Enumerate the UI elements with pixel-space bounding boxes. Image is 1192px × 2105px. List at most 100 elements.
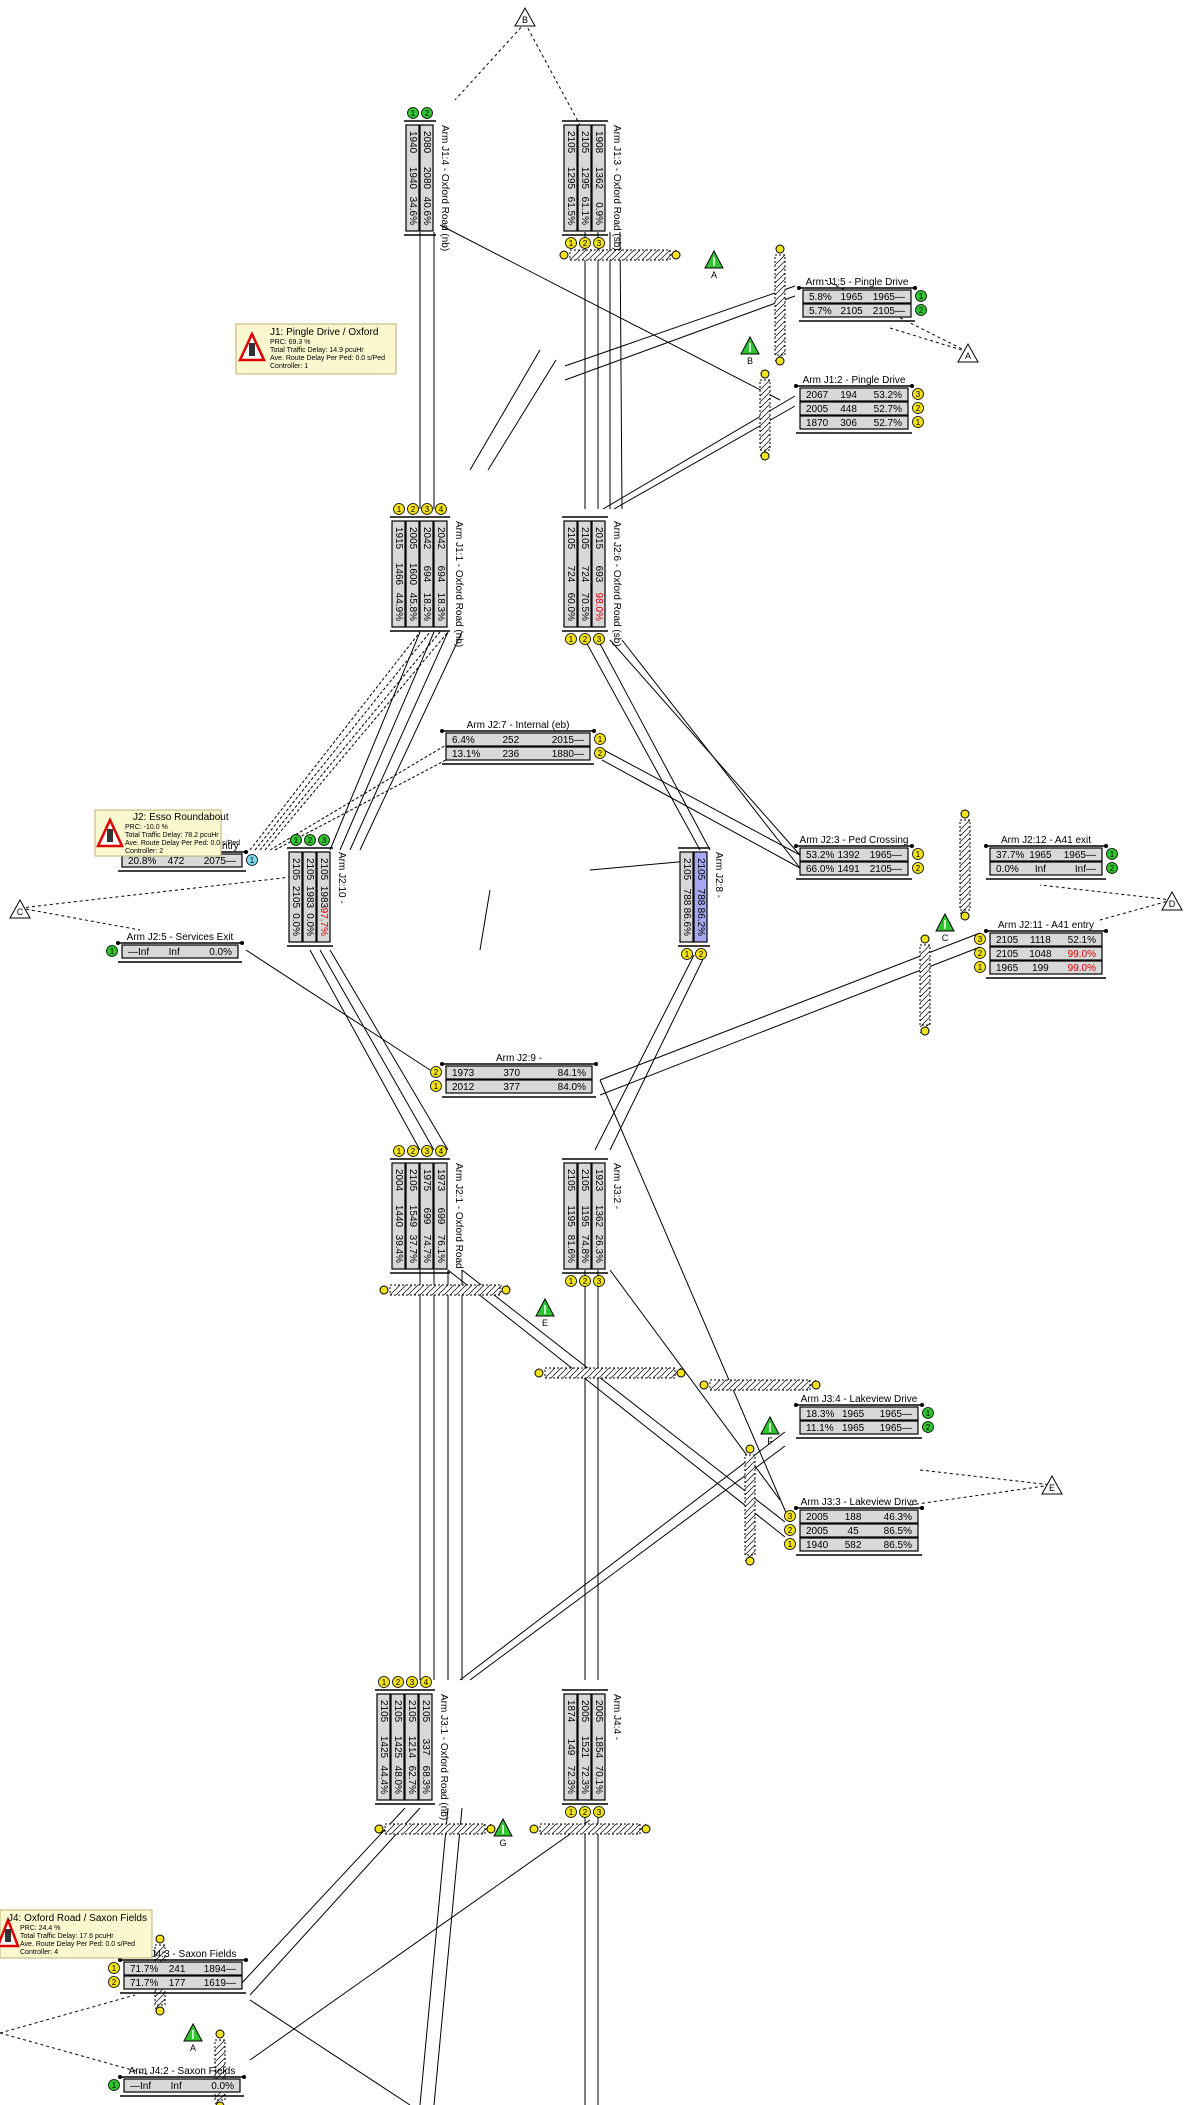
lane-marker-3[interactable]: 3 [407,1677,418,1688]
arm-j2_10[interactable]: Arm J2:10 -210521050.0%1210519830.0%2210… [287,835,347,947]
junction-info-j1[interactable]: J1: Pingle Drive / Oxford PRC: 69.3 % To… [236,324,396,374]
lane-marker-1[interactable]: 1 [975,962,986,973]
lane-marker-1[interactable]: 1 [913,849,924,860]
lane-marker-1[interactable]: 1 [394,504,405,515]
ped-crossing-icon[interactable]: B [741,337,759,366]
lane-marker-1[interactable]: 1 [247,855,258,866]
lane-marker-2[interactable]: 2 [975,948,986,959]
lane-marker-2[interactable]: 2 [595,748,606,759]
ped-marker-E[interactable]: E [1042,1476,1062,1494]
lane-marker-2[interactable]: 2 [408,1146,419,1157]
junction-info-j2[interactable]: J2: Esso Roundabout PRC: -10.0 % Total T… [95,810,240,856]
lane-marker-1[interactable]: 1 [682,949,693,960]
ped-crossing-icon[interactable]: A [705,251,723,280]
ped-crossing[interactable] [380,1285,510,1295]
lane-marker-2[interactable]: 2 [109,1977,120,1988]
junction-info-j4[interactable]: J4: Oxford Road / Saxon Fields PRC: 24.4… [0,1910,152,1958]
arm-j2_6[interactable]: Arm J2:6 - Oxford Road (sb)210572460.0%1… [562,517,622,647]
lane-marker-2[interactable]: 2 [580,634,591,645]
ped-marker-A[interactable]: A [958,344,978,362]
ped-crossing-icon[interactable]: A [184,2024,202,2053]
lane-marker-2[interactable]: 2 [923,1422,934,1433]
lane-marker-2[interactable]: 2 [305,835,316,846]
lane-marker-1[interactable]: 1 [394,1146,405,1157]
lane-marker-2[interactable]: 2 [913,403,924,414]
lane-marker-1[interactable]: 1 [408,108,419,119]
lane-marker-3[interactable]: 3 [913,389,924,400]
ped-crossing-icon[interactable]: C [936,914,954,943]
lane-marker-1[interactable]: 1 [595,734,606,745]
lane-marker-2[interactable]: 2 [785,1525,796,1536]
ped-crossing-icon[interactable]: E [536,1299,554,1328]
lane-marker-2[interactable]: 2 [913,863,924,874]
lane-marker-1[interactable]: 1 [107,946,118,957]
ped-crossing[interactable] [535,1368,685,1378]
lane-marker-2[interactable]: 2 [580,238,591,249]
ped-crossing[interactable] [775,245,785,365]
arm-j1_1[interactable]: Arm J1:1 - Oxford Road (nb)1915146644.9%… [390,504,464,648]
ped-crossing-icon[interactable]: F [761,1417,779,1446]
lane-marker-4[interactable]: 4 [421,1677,432,1688]
ped-crossing[interactable] [560,250,680,260]
arm-j4_4[interactable]: Arm J4:4 -187414972.3%12005152172.3%2200… [562,1690,622,1818]
arm-j1_4[interactable]: Arm J1:4 - Oxford Road (nb)1940194034.6%… [404,108,450,252]
lane-marker-2[interactable]: 2 [916,305,927,316]
lane-marker-1[interactable]: 1 [379,1677,390,1688]
lane-marker-1[interactable]: 1 [566,1807,577,1818]
lane-marker-1[interactable]: 1 [109,2080,120,2091]
arm-j1_3[interactable]: Arm J1:3 - Oxford Road (sb)2105129561.5%… [562,121,622,251]
lane-marker-3[interactable]: 3 [319,835,330,846]
lane-marker-2[interactable]: 2 [580,1276,591,1287]
lane-marker-4[interactable]: 4 [436,1146,447,1157]
lane-marker-2[interactable]: 2 [1107,863,1118,874]
ped-crossing[interactable] [760,370,770,460]
lane-marker-1[interactable]: 1 [431,1081,442,1092]
lane-marker-3[interactable]: 3 [594,634,605,645]
ped-crossing[interactable] [920,935,930,1035]
lane-marker-1[interactable]: 1 [291,835,302,846]
lane-marker-2[interactable]: 2 [580,1807,591,1818]
lane-marker-1[interactable]: 1 [916,291,927,302]
lane-marker-1[interactable]: 1 [109,1963,120,1974]
arm-j1_5[interactable]: Arm J1:5 - Pingle Drive5.8%19651965—15.7… [797,277,927,321]
lane-marker-1[interactable]: 1 [566,238,577,249]
ped-crossing-icon[interactable]: G [494,1819,512,1848]
lane-marker-4[interactable]: 4 [436,504,447,515]
ped-crossing[interactable] [745,1445,755,1565]
ped-marker-B[interactable]: B [515,8,535,26]
ped-crossing[interactable] [700,1380,820,1390]
arm-j3_2[interactable]: Arm J3:2 -2105119581.6%12105119574.8%219… [562,1159,622,1287]
lane-marker-1[interactable]: 1 [923,1408,934,1419]
ped-crossing[interactable] [530,1824,650,1834]
ped-marker-D[interactable]: D [1162,892,1182,910]
lane-marker-3[interactable]: 3 [422,1146,433,1157]
lane-marker-3[interactable]: 3 [975,934,986,945]
ped-crossing[interactable] [960,810,970,920]
lane-marker-2[interactable]: 2 [408,504,419,515]
lane-marker-3[interactable]: 3 [594,1807,605,1818]
lane-marker-2[interactable]: 2 [422,108,433,119]
lane-marker-3[interactable]: 3 [785,1511,796,1522]
arm-j3_1[interactable]: Arm J3:1 - Oxford Road (nb)2105142544.4%… [375,1677,449,1821]
lane-marker-2[interactable]: 2 [431,1067,442,1078]
lane-marker-3[interactable]: 3 [422,504,433,515]
lane-marker-3[interactable]: 3 [594,1276,605,1287]
arm-j2_1[interactable]: Arm J2:1 - Oxford Road2004144039.4%12105… [390,1146,464,1274]
lane-marker-1[interactable]: 1 [566,1276,577,1287]
lane-marker-2[interactable]: 2 [696,949,707,960]
lane-marker-1[interactable]: 1 [785,1539,796,1550]
lane-marker-1[interactable]: 1 [566,634,577,645]
lane-marker-1[interactable]: 1 [1107,849,1118,860]
lane-marker-3[interactable]: 3 [594,238,605,249]
